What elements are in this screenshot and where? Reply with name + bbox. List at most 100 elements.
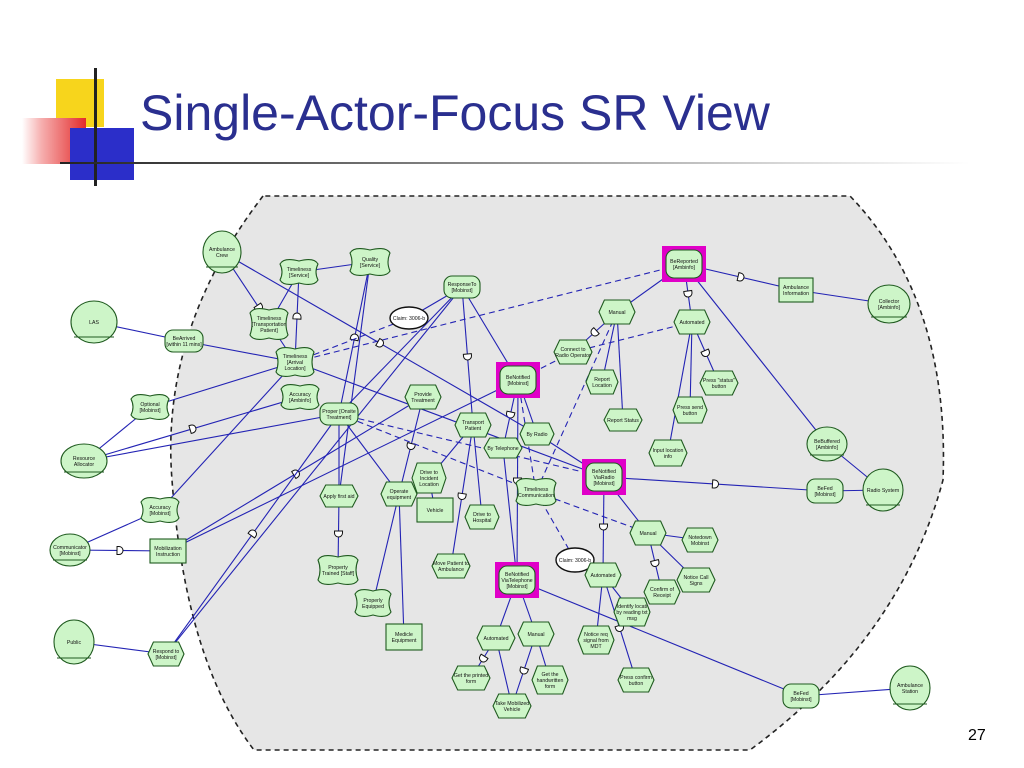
task-shape [404, 384, 442, 410]
softgoal-shape [279, 258, 319, 286]
task-shape [411, 462, 447, 494]
link-manual_top-timeliness_comm [535, 311, 618, 493]
node-label: BeBuffered [814, 439, 840, 445]
task-shape [598, 299, 636, 325]
node-label: signal from [583, 638, 608, 644]
node-label: Ambulance [783, 285, 809, 291]
node-label: Move Patient to [433, 561, 469, 567]
agent-shape [60, 443, 108, 479]
node-label: [Mobinst] [507, 381, 529, 387]
node-label: Patient] [260, 328, 278, 334]
node-label: Press confirm [620, 675, 652, 681]
node-label: BeReported [670, 259, 698, 265]
node-benotified_top: BeNotified[Mobinst] [496, 362, 540, 398]
node-automated_low: Automated [476, 625, 516, 651]
node-label: Location] [284, 366, 306, 372]
node-by_telephone: By Telephone [483, 437, 523, 459]
actor-shape [202, 230, 242, 274]
node-label: Take Mobilized [495, 701, 529, 707]
task-shape [672, 396, 708, 424]
softgoal-shape [140, 496, 180, 524]
link-timeliness_arrival-benotified_radio [294, 361, 605, 478]
link-respond_to-responseto [165, 286, 463, 655]
dependency-marker [334, 530, 344, 538]
slide-title: Single-Actor-Focus SR View [140, 85, 770, 141]
goal-shape [665, 249, 703, 279]
node-label: Automated [590, 573, 615, 579]
node-label: Claim: 3006-b [393, 316, 425, 322]
node-optional_mobinst: Optional[Mobinst] [130, 393, 170, 421]
dependency-marker [599, 523, 609, 531]
node-befed_right: BeFed[Mobinst] [806, 478, 844, 504]
task-shape [681, 527, 719, 553]
node-label: Notice Call [683, 575, 708, 581]
task-shape [629, 520, 667, 546]
link-benotified_tel-befed_bottom [516, 579, 802, 697]
softgoal-shape [275, 346, 315, 378]
softgoal-shape [354, 588, 392, 618]
node-befed_bottom: BeFed[Mobinst] [782, 683, 820, 709]
task-shape [517, 621, 555, 647]
softgoal-shape [515, 477, 557, 507]
node-label: Get the [541, 672, 558, 678]
page-number: 27 [968, 727, 986, 744]
resource-shape [385, 623, 423, 651]
node-label: Manual [608, 310, 625, 316]
softgoal-shape [130, 393, 170, 421]
goal-shape [782, 683, 820, 709]
node-label: Timeliness [524, 487, 549, 493]
node-label: Transport [462, 420, 485, 426]
node-label: [Mobinst] [149, 511, 171, 517]
node-label: [Ambinfo] [289, 398, 311, 404]
node-label: ViaTelephone [501, 578, 532, 584]
node-label: Automated [483, 636, 508, 642]
node-bebuffered: BeBuffered[Ambinfo] [806, 426, 848, 462]
resource-shape [149, 538, 187, 564]
link-optional_mobinst-timeliness_arrival [149, 361, 296, 408]
task-shape [519, 422, 555, 446]
node-label: Equipped [362, 604, 384, 610]
node-las: LAS [70, 300, 118, 344]
node-label: Mobinst [691, 541, 710, 547]
dependency-marker [700, 348, 710, 357]
task-shape [585, 369, 619, 395]
node-public: Public [53, 619, 95, 665]
task-shape [553, 339, 593, 365]
dependency-marker [116, 545, 124, 555]
node-label: BeFed [793, 691, 808, 697]
dependency-marker [188, 424, 197, 435]
resource-shape [778, 277, 814, 303]
node-label: Information [783, 291, 809, 297]
node-label: Resource [73, 456, 95, 462]
node-label: Apply first aid [323, 494, 354, 500]
task-shape [584, 562, 622, 588]
node-label: LAS [89, 320, 99, 326]
node-label: Treatment] [327, 415, 352, 421]
node-label: Location [419, 482, 439, 488]
dependency-marker [650, 559, 660, 567]
node-label: Confirm of [650, 587, 674, 593]
node-quality_service: Quality[Service] [349, 247, 391, 277]
node-label: Collector [879, 299, 900, 305]
node-label: Properly [363, 598, 383, 604]
node-label: Ambulance [897, 683, 923, 689]
node-label: Automated [679, 320, 704, 326]
node-label: Receipt [653, 593, 671, 599]
node-label: Equipment [392, 638, 417, 644]
node-label: Drive to [473, 512, 491, 518]
node-automated_mid: Automated [584, 562, 622, 588]
node-label: By Telephone [487, 446, 518, 452]
task-shape [643, 579, 681, 605]
node-manual_mid: Manual [629, 520, 667, 546]
link-timeliness_arrival-bereported [294, 263, 685, 363]
node-report_status: Report Status [603, 408, 643, 432]
